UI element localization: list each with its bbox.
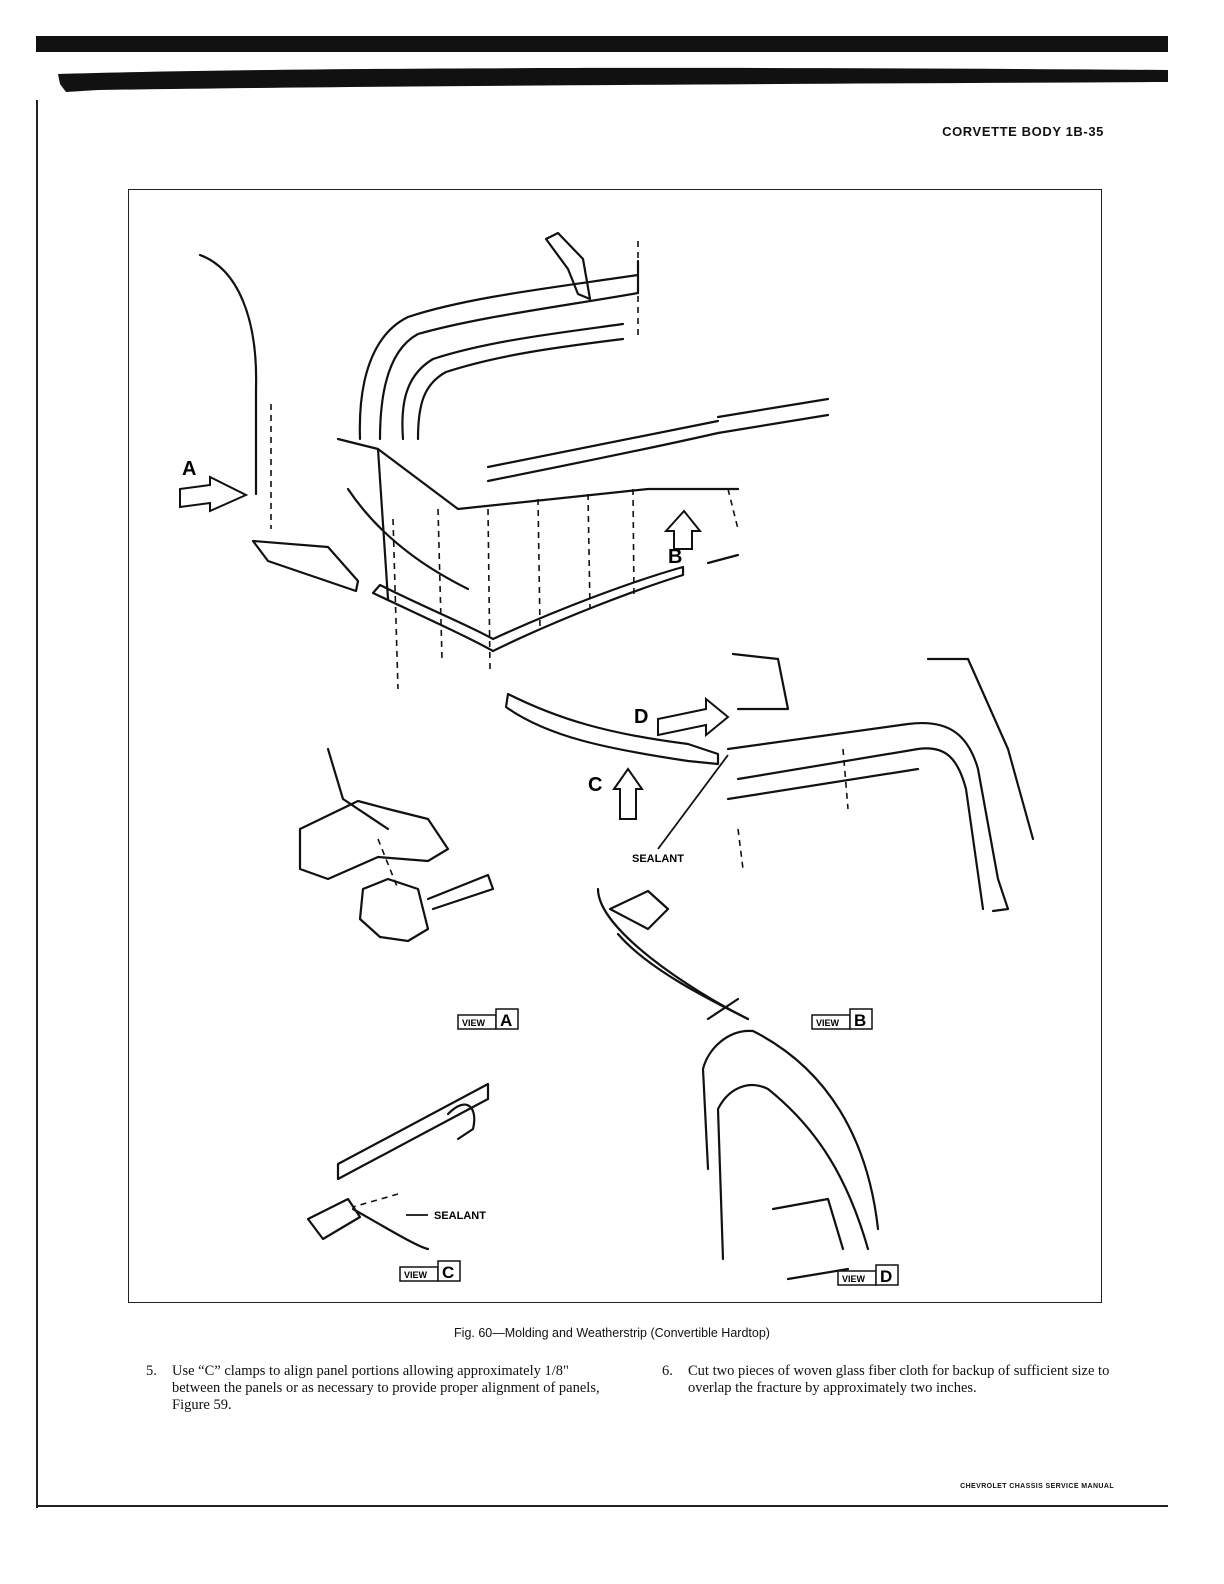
svg-text:A: A <box>500 1011 512 1030</box>
step-number: 6. <box>662 1363 673 1379</box>
svg-text:VIEW: VIEW <box>816 1018 840 1028</box>
svg-text:VIEW: VIEW <box>404 1270 428 1280</box>
step-text: Use “C” clamps to align panel portions a… <box>172 1363 600 1413</box>
arrow-c <box>612 767 644 820</box>
sealant-label-view-c: SEALANT <box>434 1210 486 1222</box>
bottom-rule <box>36 1505 1168 1507</box>
sealant-label-main: SEALANT <box>632 853 684 865</box>
svg-text:D: D <box>880 1267 892 1286</box>
step-number: 5. <box>146 1363 157 1379</box>
figure-frame <box>128 189 1102 1303</box>
view-tag-d: VIEW D <box>837 1264 899 1286</box>
step-text: Cut two pieces of woven glass fiber clot… <box>688 1363 1110 1396</box>
step-item: 5. Use “C” clamps to align panel portion… <box>146 1363 608 1414</box>
svg-text:C: C <box>442 1263 454 1282</box>
svg-text:VIEW: VIEW <box>462 1018 486 1028</box>
step-item: 6. Cut two pieces of woven glass fiber c… <box>662 1363 1116 1397</box>
figure-caption: Fig. 60—Molding and Weatherstrip (Conver… <box>454 1326 770 1340</box>
callout-a: A <box>182 458 196 480</box>
footer-title: CHEVROLET CHASSIS SERVICE MANUAL <box>960 1483 1114 1490</box>
callout-b: B <box>668 546 682 568</box>
left-margin-rule <box>36 100 38 1508</box>
view-tag-a: VIEW A <box>457 1008 519 1030</box>
figure-illustration: A B C D SEALANT SEALANT VIEW A VIEW B VI… <box>179 231 1035 1286</box>
running-head: CORVETTE BODY 1B-35 <box>942 124 1104 139</box>
arrow-a <box>179 475 249 513</box>
brush-stroke-rule <box>58 67 1168 92</box>
view-tag-b: VIEW B <box>811 1008 873 1030</box>
arrow-b <box>663 509 703 550</box>
callout-c: C <box>588 774 602 796</box>
svg-text:VIEW: VIEW <box>842 1274 866 1284</box>
view-tag-c: VIEW C <box>399 1260 461 1282</box>
svg-text:B: B <box>854 1011 866 1030</box>
top-black-bar <box>36 36 1168 52</box>
arrow-d <box>657 696 730 738</box>
callout-d: D <box>634 706 648 728</box>
